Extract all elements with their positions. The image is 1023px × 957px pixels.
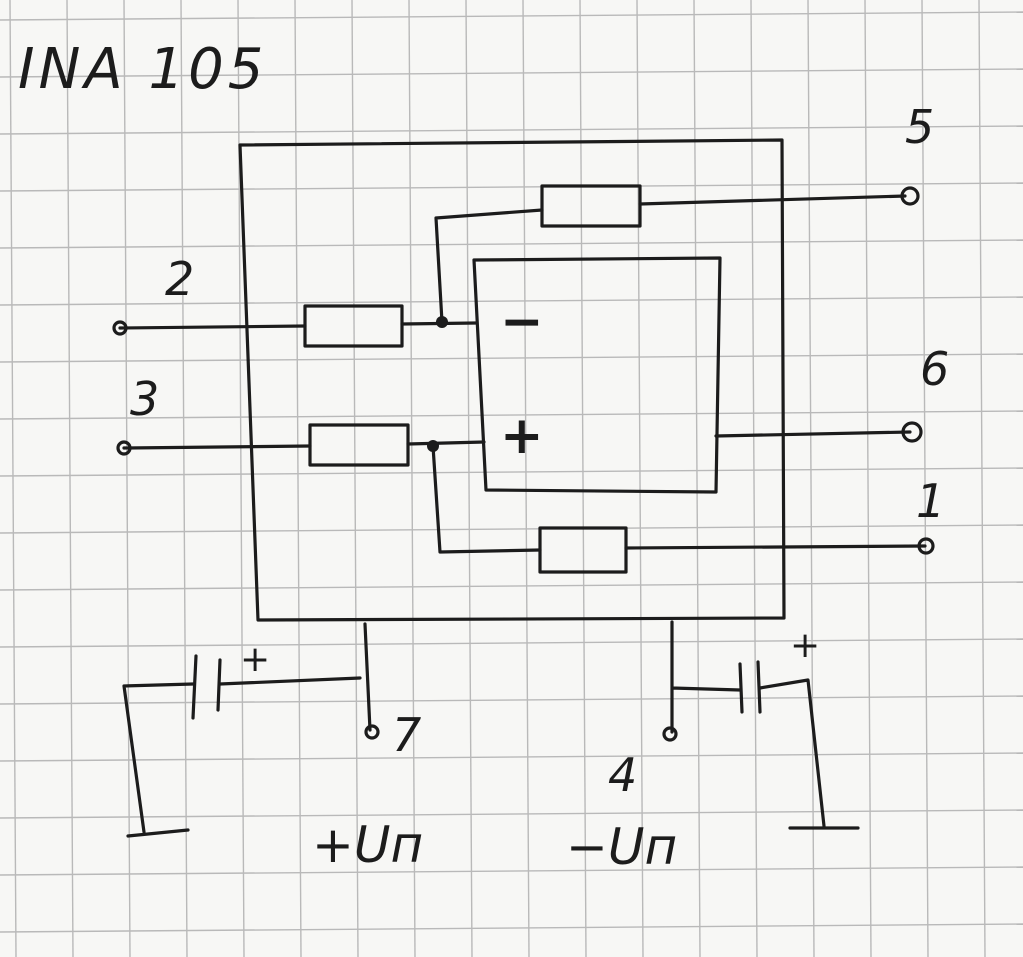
terminal-pin2	[112, 320, 128, 336]
grid-line	[0, 410, 1023, 420]
grid-line	[408, 0, 416, 957]
grid-line	[0, 695, 1023, 705]
grid-line	[465, 0, 473, 957]
chip-package-outline	[238, 138, 786, 622]
grid-line	[693, 0, 701, 957]
opamp-plus-sign: +	[500, 406, 544, 466]
pin-label-1: 1	[916, 474, 946, 528]
grid-line	[864, 0, 872, 957]
opamp-minus-sign: −	[500, 292, 544, 352]
resistor-input-minus	[303, 304, 404, 348]
grid-line	[978, 0, 986, 957]
terminal-pin1	[917, 537, 935, 555]
grid-line	[0, 581, 1023, 591]
wire-output	[714, 430, 912, 438]
grid-line	[66, 0, 74, 957]
wire-reference	[431, 444, 927, 554]
grid-line	[0, 524, 1023, 534]
grid-line	[0, 296, 1023, 306]
grid-line	[9, 0, 17, 957]
grid-line	[750, 0, 758, 957]
capacitor-pos-supply	[191, 654, 222, 720]
terminal-pin4	[662, 726, 678, 742]
terminal-pin7	[364, 724, 380, 740]
grid-line	[0, 239, 1023, 249]
capacitor-neg-supply	[738, 660, 762, 714]
grid-line	[579, 0, 587, 957]
pin-label-3: 3	[130, 372, 160, 426]
wire-feedback	[434, 194, 907, 324]
supply-positive-label: +Uп	[312, 816, 424, 874]
grid-line	[921, 0, 929, 957]
opamp-box	[472, 256, 722, 494]
grid-line	[0, 866, 1023, 876]
pin-label-6: 6	[920, 342, 950, 396]
page-title: IΝΑ 105	[18, 37, 268, 102]
supply-negative-label: −Uп	[566, 818, 678, 876]
ground-left	[122, 682, 195, 838]
wire-pin2	[118, 321, 478, 330]
wire-pin3	[122, 440, 486, 450]
capacitor-left-polarity: +	[240, 639, 271, 680]
grid-line	[180, 0, 188, 957]
junction-dot	[427, 440, 439, 452]
grid-line	[0, 353, 1023, 363]
grid-line	[0, 809, 1023, 819]
wire-pos-supply	[218, 622, 372, 732]
capacitor-right-polarity: +	[790, 625, 821, 666]
grid-line	[0, 467, 1023, 477]
pin-label-5: 5	[905, 100, 935, 154]
pin-label-7: 7	[392, 708, 422, 762]
terminal-pin6	[901, 421, 923, 443]
ground-right	[758, 678, 860, 830]
pin-label-4: 4	[608, 748, 638, 802]
terminal-pin5	[900, 186, 920, 206]
resistor-input-plus	[308, 423, 410, 467]
junction-dot	[436, 316, 448, 328]
grid-line	[0, 638, 1023, 648]
grid-line	[0, 11, 1023, 21]
grid-line	[123, 0, 131, 957]
grid-line	[0, 182, 1023, 192]
wire-neg-supply	[670, 620, 742, 734]
grid-line	[0, 68, 1023, 78]
resistor-feedback	[540, 184, 642, 228]
grid-line	[294, 0, 302, 957]
grid-line	[807, 0, 815, 957]
grid-line	[636, 0, 644, 957]
terminal-pin3	[116, 440, 132, 456]
resistor-reference	[538, 526, 628, 574]
grid-line	[522, 0, 530, 957]
grid-line	[0, 752, 1023, 762]
grid-line	[0, 923, 1023, 933]
grid-line	[0, 125, 1023, 135]
pin-label-2: 2	[165, 252, 195, 306]
grid-line	[351, 0, 359, 957]
